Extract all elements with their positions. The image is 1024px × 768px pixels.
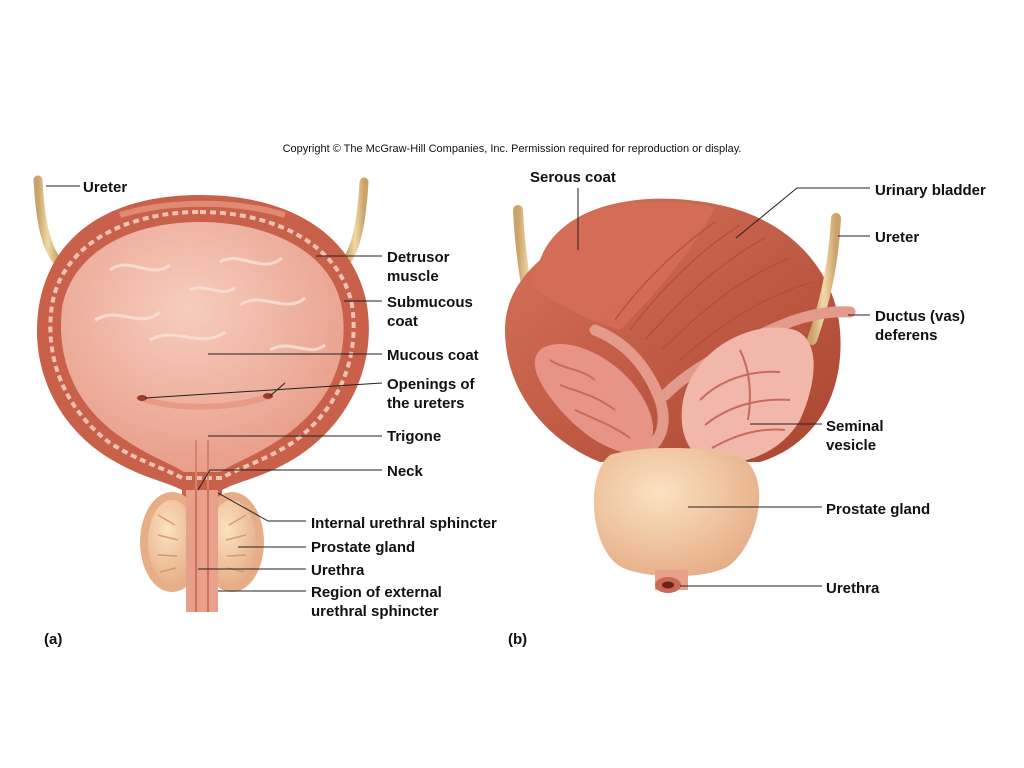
panel-b-tag: (b) — [508, 631, 528, 648]
panel-b-illustration — [505, 198, 856, 593]
left-ureter-shape — [33, 175, 63, 267]
label-ductus-line2: deferens — [875, 327, 938, 344]
right-ureter-shape — [341, 177, 369, 267]
label-neck: Neck — [387, 463, 423, 480]
label-trigone: Trigone — [387, 428, 442, 445]
serous-coat-shape — [530, 201, 715, 330]
label-seminal-line2: vesicle — [826, 437, 877, 454]
label-urethra-b: Urethra — [826, 580, 880, 597]
label-serous-coat: Serous coat — [530, 169, 616, 186]
label-submucous-line1: Submucous — [387, 294, 473, 311]
label-prostate-gland-a: Prostate gland — [311, 539, 416, 556]
copyright-notice: Copyright © The McGraw-Hill Companies, I… — [282, 143, 742, 155]
label-urinary-bladder: Urinary bladder — [875, 182, 986, 199]
label-submucous-line2: coat — [387, 313, 418, 330]
prostate-gland-b-shape — [593, 448, 760, 577]
mucous-coat-shape — [60, 222, 344, 472]
label-prostate-gland-b: Prostate gland — [826, 501, 931, 518]
panel-a-tag: (a) — [44, 631, 63, 648]
label-internal-urethral-sphincter: Internal urethral sphincter — [311, 515, 497, 532]
label-openings-line2: the ureters — [387, 395, 465, 412]
panel-a-illustration — [33, 175, 369, 612]
label-detrusor-line1: Detrusor — [387, 249, 450, 266]
label-seminal-line1: Seminal — [826, 418, 884, 435]
label-ureter-b: Ureter — [875, 229, 920, 246]
label-external-sphincter-line2: urethral sphincter — [311, 603, 439, 620]
label-urethra-a: Urethra — [311, 562, 365, 579]
leader-lines — [46, 185, 870, 592]
label-mucous-coat: Mucous coat — [387, 347, 479, 364]
label-ureter-a: Ureter — [83, 179, 128, 196]
label-ductus-line1: Ductus (vas) — [875, 308, 966, 325]
muscle-striations — [614, 221, 829, 371]
label-openings-line1: Openings of — [387, 376, 475, 393]
label-detrusor-line2: muscle — [387, 268, 439, 285]
rugae-folds — [94, 256, 326, 352]
urethra-shape — [186, 490, 218, 612]
label-external-sphincter-line1: Region of external — [311, 584, 442, 601]
right-ureter-b-shape — [807, 213, 841, 345]
